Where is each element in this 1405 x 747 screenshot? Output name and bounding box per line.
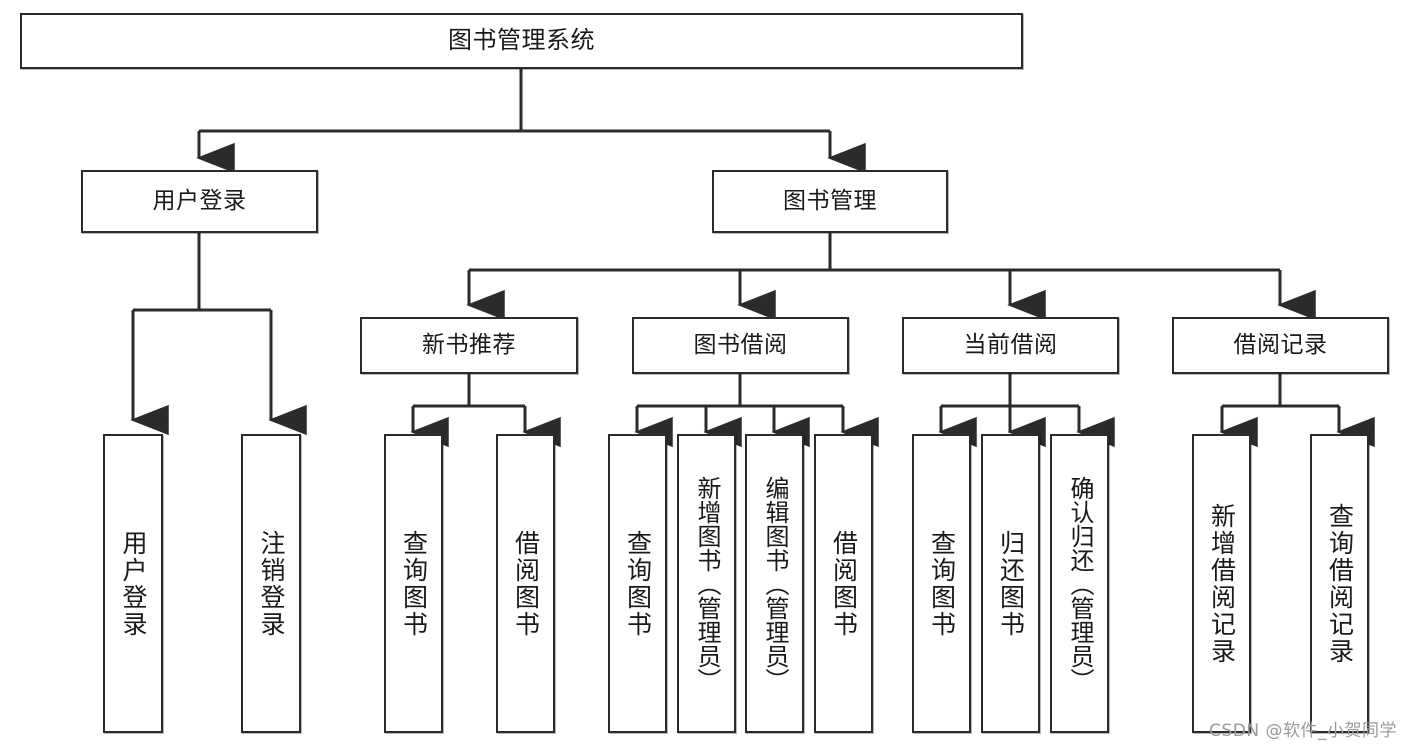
node-root[interactable]: 图书管理系统 (20, 13, 1023, 69)
node-book-management[interactable]: 图书管理 (712, 170, 948, 233)
node-root-label: 图书管理系统 (448, 26, 595, 55)
leaf-add-book[interactable]: 新增图书（管理员） (677, 434, 736, 733)
leaf-return-book[interactable]: 归还图书 (981, 434, 1040, 733)
leaf-edit-book-label: 编辑图书（管理员） (760, 475, 789, 692)
leaf-borrow-book-1[interactable]: 借阅图书 (496, 434, 555, 733)
leaf-add-book-label: 新增图书（管理员） (692, 475, 721, 692)
leaf-query-record[interactable]: 查询借阅记录 (1310, 434, 1369, 733)
leaf-query-record-label: 查询借阅记录 (1325, 502, 1355, 665)
node-user-login-label: 用户登录 (152, 188, 247, 215)
leaf-add-record-label: 新增借阅记录 (1207, 502, 1237, 665)
leaf-borrow-book-2-label: 借阅图书 (829, 529, 859, 638)
leaf-query-book-3[interactable]: 查询图书 (912, 434, 971, 733)
leaf-user-login[interactable]: 用户登录 (103, 434, 163, 733)
node-new-book-recommend[interactable]: 新书推荐 (360, 317, 578, 374)
leaf-return-book-label: 归还图书 (996, 529, 1026, 638)
leaf-confirm-return[interactable]: 确认归还（管理员） (1050, 434, 1109, 733)
leaf-confirm-return-label: 确认归还（管理员） (1065, 475, 1094, 692)
leaf-borrow-book-2[interactable]: 借阅图书 (814, 434, 873, 733)
node-borrow-record[interactable]: 借阅记录 (1172, 317, 1389, 374)
leaf-query-book-2-label: 查询图书 (623, 529, 653, 638)
leaf-query-book-1-label: 查询图书 (399, 529, 429, 638)
node-book-borrow[interactable]: 图书借阅 (632, 317, 849, 374)
leaf-add-record[interactable]: 新增借阅记录 (1192, 434, 1251, 733)
leaf-user-logout[interactable]: 注销登录 (241, 434, 301, 733)
node-current-borrow[interactable]: 当前借阅 (902, 317, 1119, 374)
node-book-borrow-label: 图书借阅 (693, 332, 788, 359)
leaf-query-book-1[interactable]: 查询图书 (384, 434, 443, 733)
node-current-borrow-label: 当前借阅 (963, 332, 1058, 359)
node-borrow-record-label: 借阅记录 (1233, 332, 1328, 359)
leaf-user-login-label: 用户登录 (119, 529, 148, 638)
leaf-query-book-2[interactable]: 查询图书 (608, 434, 667, 733)
leaf-edit-book[interactable]: 编辑图书（管理员） (745, 434, 804, 733)
leaf-borrow-book-1-label: 借阅图书 (511, 529, 541, 638)
node-user-login[interactable]: 用户登录 (81, 170, 318, 233)
leaf-user-logout-label: 注销登录 (257, 529, 286, 638)
node-book-management-label: 图书管理 (783, 188, 877, 215)
leaf-query-book-3-label: 查询图书 (927, 529, 957, 638)
node-new-book-recommend-label: 新书推荐 (422, 332, 516, 359)
